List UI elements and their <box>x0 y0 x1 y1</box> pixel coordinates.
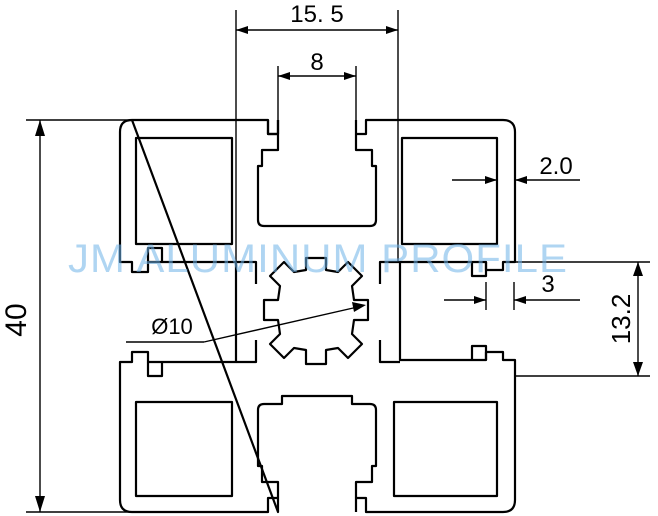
dim-width-top: 15. 5 <box>290 1 343 28</box>
hollow-top-left <box>134 136 234 246</box>
dim-overall-height: 40 <box>0 303 33 336</box>
hollow-top-right <box>400 136 499 246</box>
dim-center-bore: Ø10 <box>151 314 193 339</box>
top-slot <box>256 120 378 228</box>
dim-slot-depth: 13.2 <box>606 294 636 345</box>
center-bore <box>262 256 370 366</box>
right-slot <box>470 262 488 360</box>
watermark-text: JM ALUMINUM PROFILE <box>68 237 568 281</box>
hollow-bottom-left <box>134 400 234 498</box>
dim-slot-width: 8 <box>310 49 323 76</box>
dim-inner-gap: 3 <box>541 271 554 298</box>
left-slot <box>146 246 164 378</box>
inner-web <box>236 260 400 364</box>
dim-wall-thickness: 2.0 <box>539 153 572 180</box>
bottom-slot <box>256 394 378 498</box>
hollow-bottom-right <box>392 400 499 498</box>
